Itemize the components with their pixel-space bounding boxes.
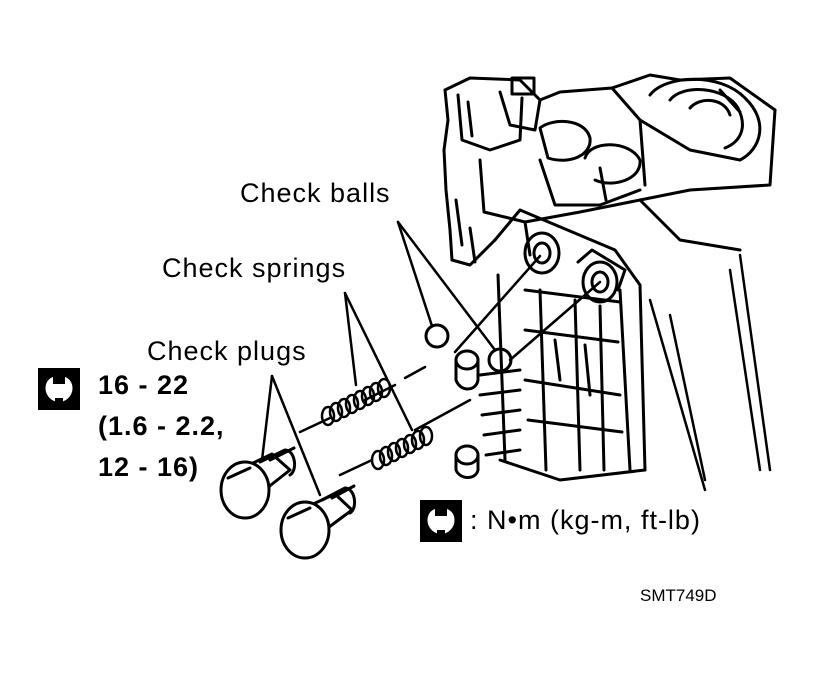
label-check-balls: Check balls xyxy=(240,178,391,208)
figure-code: SMT749D xyxy=(640,586,717,605)
check-ball-upper xyxy=(424,323,450,349)
check-springs xyxy=(320,377,434,471)
torque-spec-line3: 12 - 16) xyxy=(98,452,200,482)
torque-wrench-icon xyxy=(38,368,80,410)
check-plugs xyxy=(219,446,357,560)
transmission-case xyxy=(442,73,777,492)
check-balls xyxy=(424,323,513,373)
torque-spec-line2: (1.6 - 2.2, xyxy=(98,411,225,441)
label-check-plugs: Check plugs xyxy=(147,336,307,366)
label-check-springs: Check springs xyxy=(162,253,347,283)
leader-lines xyxy=(260,220,497,497)
legend-torque-wrench-icon xyxy=(420,500,462,542)
legend-units: : N•m (kg-m, ft-lb) xyxy=(470,505,701,535)
check-spring-lower xyxy=(370,425,434,471)
check-plug-upper xyxy=(219,446,297,520)
check-ball-lower xyxy=(487,347,513,373)
check-spring-upper xyxy=(320,377,392,427)
torque-spec-line1: 16 - 22 xyxy=(98,370,190,400)
check-plug-lower xyxy=(279,484,357,560)
